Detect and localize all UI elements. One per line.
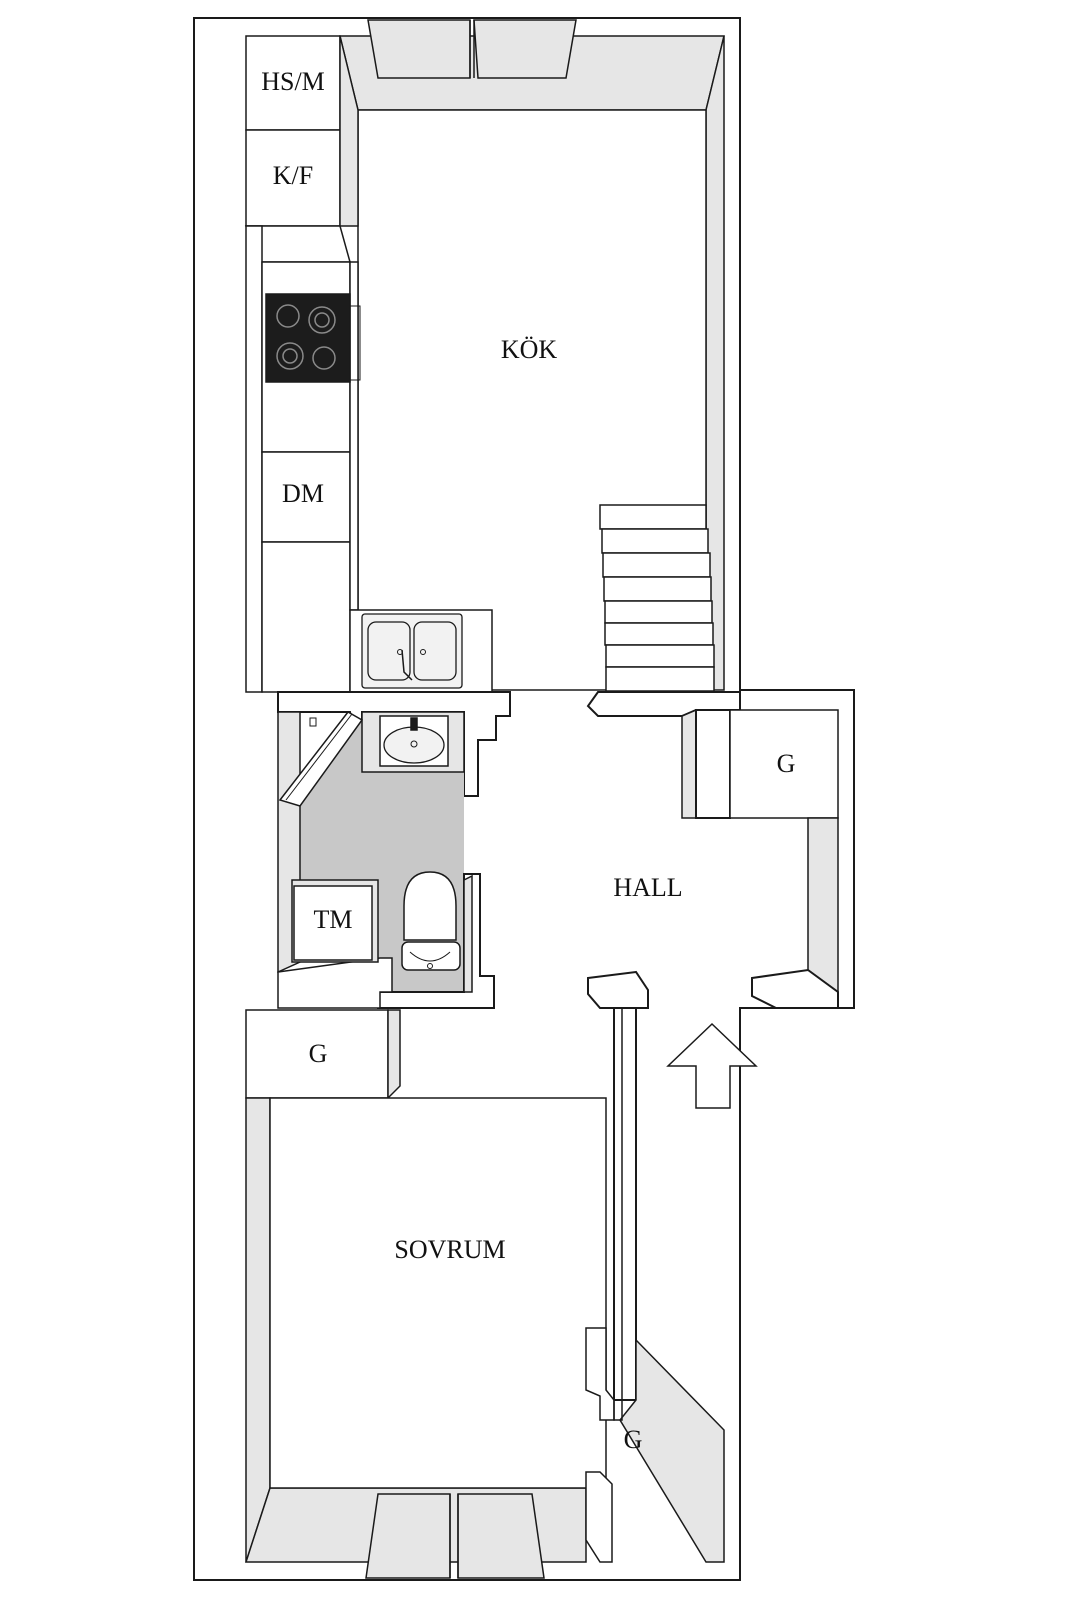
- stove-icon: [265, 293, 361, 383]
- kitchen-window: [367, 19, 577, 79]
- wardrobe-corner-label: G: [624, 1425, 643, 1454]
- double-sink-icon: [349, 609, 493, 693]
- hall-door-jamb-left: [587, 970, 649, 1009]
- room-label-kitchen: KÖK: [501, 335, 558, 364]
- kitchen-cabinets: [244, 35, 359, 693]
- bedroom-partition-vertical: [606, 1007, 637, 1401]
- staircase-icon: [599, 504, 715, 692]
- fridge-freezer-label: K/F: [273, 161, 313, 190]
- wardrobe-hall: [681, 708, 839, 994]
- bedroom-floor: [269, 1097, 607, 1489]
- wardrobe-hall-label: G: [777, 749, 796, 778]
- wardrobe-bedroom: [245, 1009, 401, 1100]
- bedroom-window: [365, 1493, 545, 1579]
- washbasin-icon: [379, 715, 449, 767]
- wardrobe-bedroom-label: G: [309, 1039, 328, 1068]
- toilet-icon: [401, 871, 461, 971]
- room-label-hall: HALL: [613, 873, 682, 902]
- dishwasher-label: DM: [282, 479, 324, 508]
- wardrobe-corner: [585, 1327, 725, 1563]
- entrance-arrow-icon: [666, 1022, 758, 1109]
- washing-machine-label: TM: [314, 905, 353, 934]
- room-label-bedroom: SOVRUM: [394, 1235, 505, 1264]
- washing-machine: [291, 879, 379, 963]
- hall-door-jamb-right: [751, 968, 839, 1009]
- fridge-freezer-tall-label: HS/M: [261, 67, 325, 96]
- bedroom-wall-shade-left: [245, 1097, 271, 1563]
